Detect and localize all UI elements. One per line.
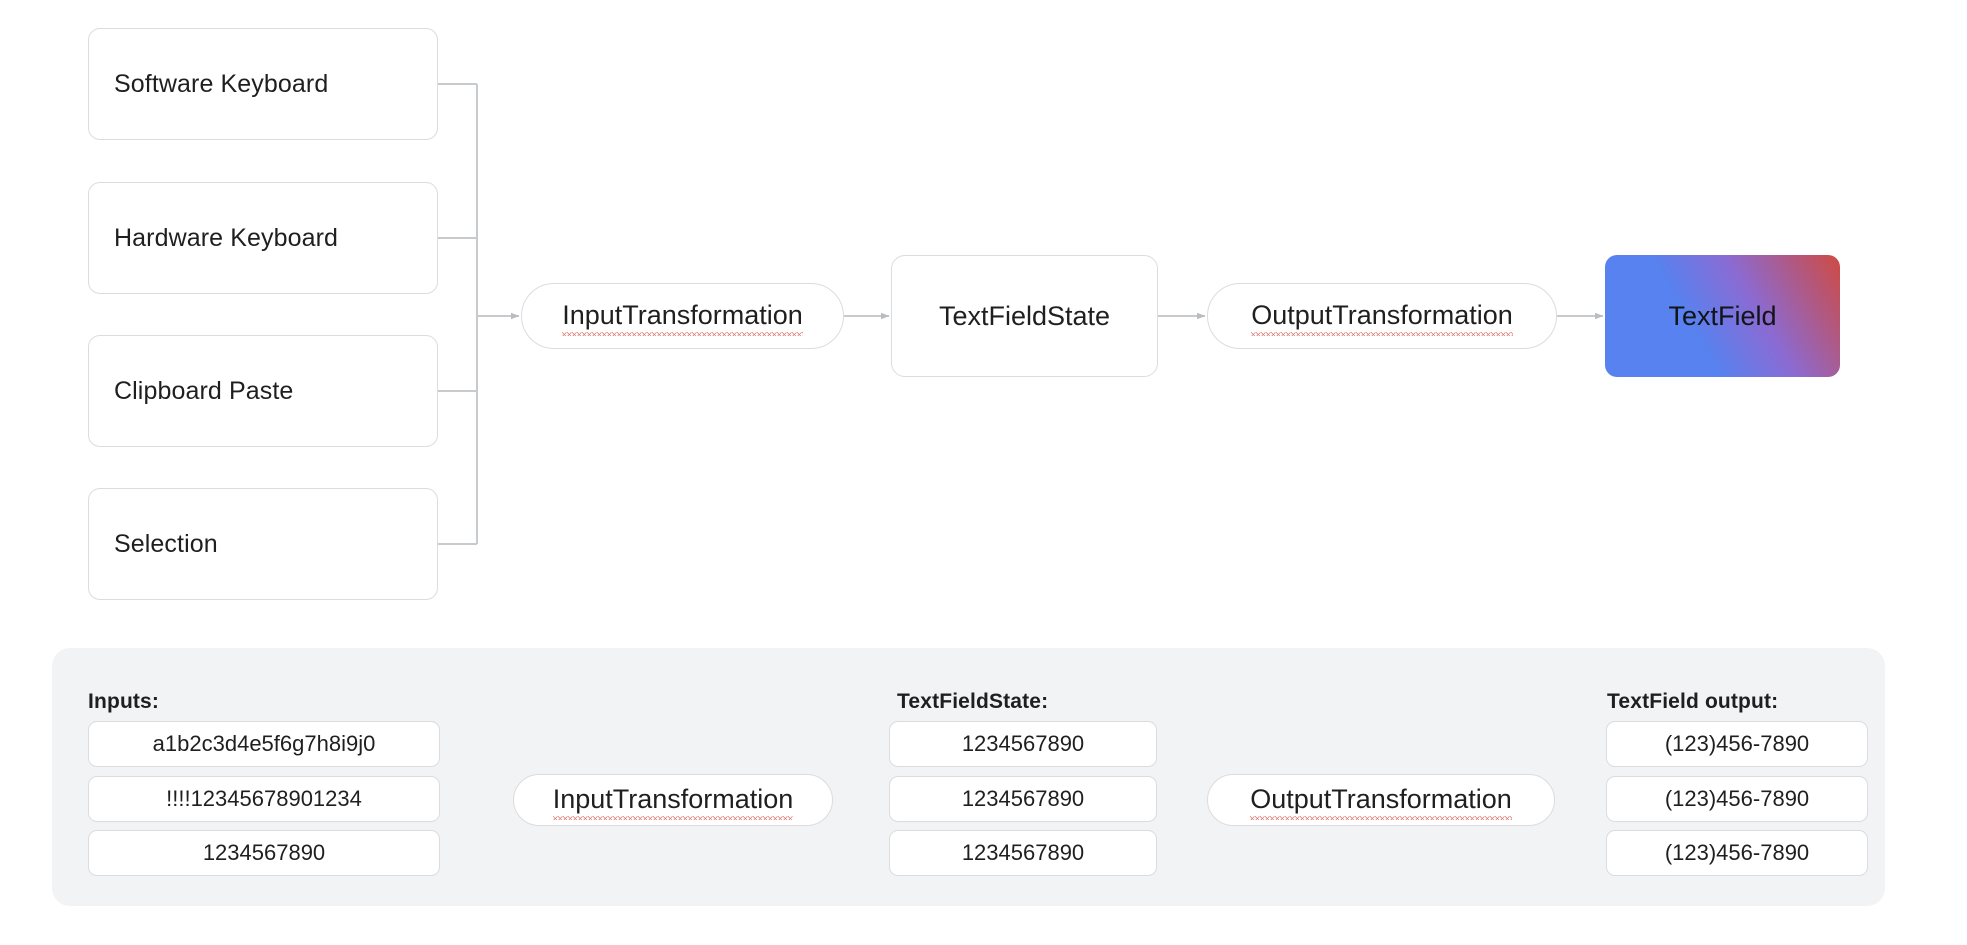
column-title-inputs: Inputs:	[88, 690, 160, 713]
input-chip[interactable]: 1234567890	[88, 830, 440, 876]
input-chip[interactable]: a1b2c3d4e5f6g7h8i9j0	[88, 721, 440, 767]
panel-node-label: OutputTransformation	[1250, 784, 1512, 820]
node-label: InputTransformation	[562, 300, 803, 336]
source-box-selection[interactable]: Selection	[88, 488, 438, 600]
column-title-textfieldstate: TextFieldState:	[897, 690, 1049, 713]
source-box-clipboard-paste[interactable]: Clipboard Paste	[88, 335, 438, 447]
panel-node-input-transformation[interactable]: InputTransformation	[513, 774, 833, 826]
state-chip[interactable]: 1234567890	[889, 830, 1157, 876]
source-label: Software Keyboard	[114, 69, 329, 98]
source-label: Clipboard Paste	[114, 376, 294, 405]
output-chip[interactable]: (123)456-7890	[1606, 776, 1868, 822]
node-label: TextField	[1668, 300, 1777, 331]
output-chip[interactable]: (123)456-7890	[1606, 721, 1868, 767]
node-label: TextFieldState	[938, 300, 1111, 331]
column-title-textfield-output: TextField output:	[1607, 690, 1779, 713]
node-textfield[interactable]: TextField	[1605, 255, 1840, 377]
panel-node-label: InputTransformation	[552, 784, 793, 820]
source-label: Hardware Keyboard	[114, 223, 339, 252]
node-label: OutputTransformation	[1251, 300, 1513, 336]
source-box-software-keyboard[interactable]: Software Keyboard	[88, 28, 438, 140]
state-chip[interactable]: 1234567890	[889, 776, 1157, 822]
source-box-hardware-keyboard[interactable]: Hardware Keyboard	[88, 182, 438, 294]
source-label: Selection	[114, 529, 218, 558]
node-input-transformation[interactable]: InputTransformation	[521, 283, 844, 349]
panel-node-output-transformation[interactable]: OutputTransformation	[1207, 774, 1555, 826]
state-chip[interactable]: 1234567890	[889, 721, 1157, 767]
example-panel: Inputs: TextFieldState: TextField output…	[52, 648, 1885, 906]
node-output-transformation[interactable]: OutputTransformation	[1207, 283, 1557, 349]
input-chip[interactable]: !!!!12345678901234	[88, 776, 440, 822]
output-chip[interactable]: (123)456-7890	[1606, 830, 1868, 876]
node-textfield-state[interactable]: TextFieldState	[891, 255, 1158, 377]
